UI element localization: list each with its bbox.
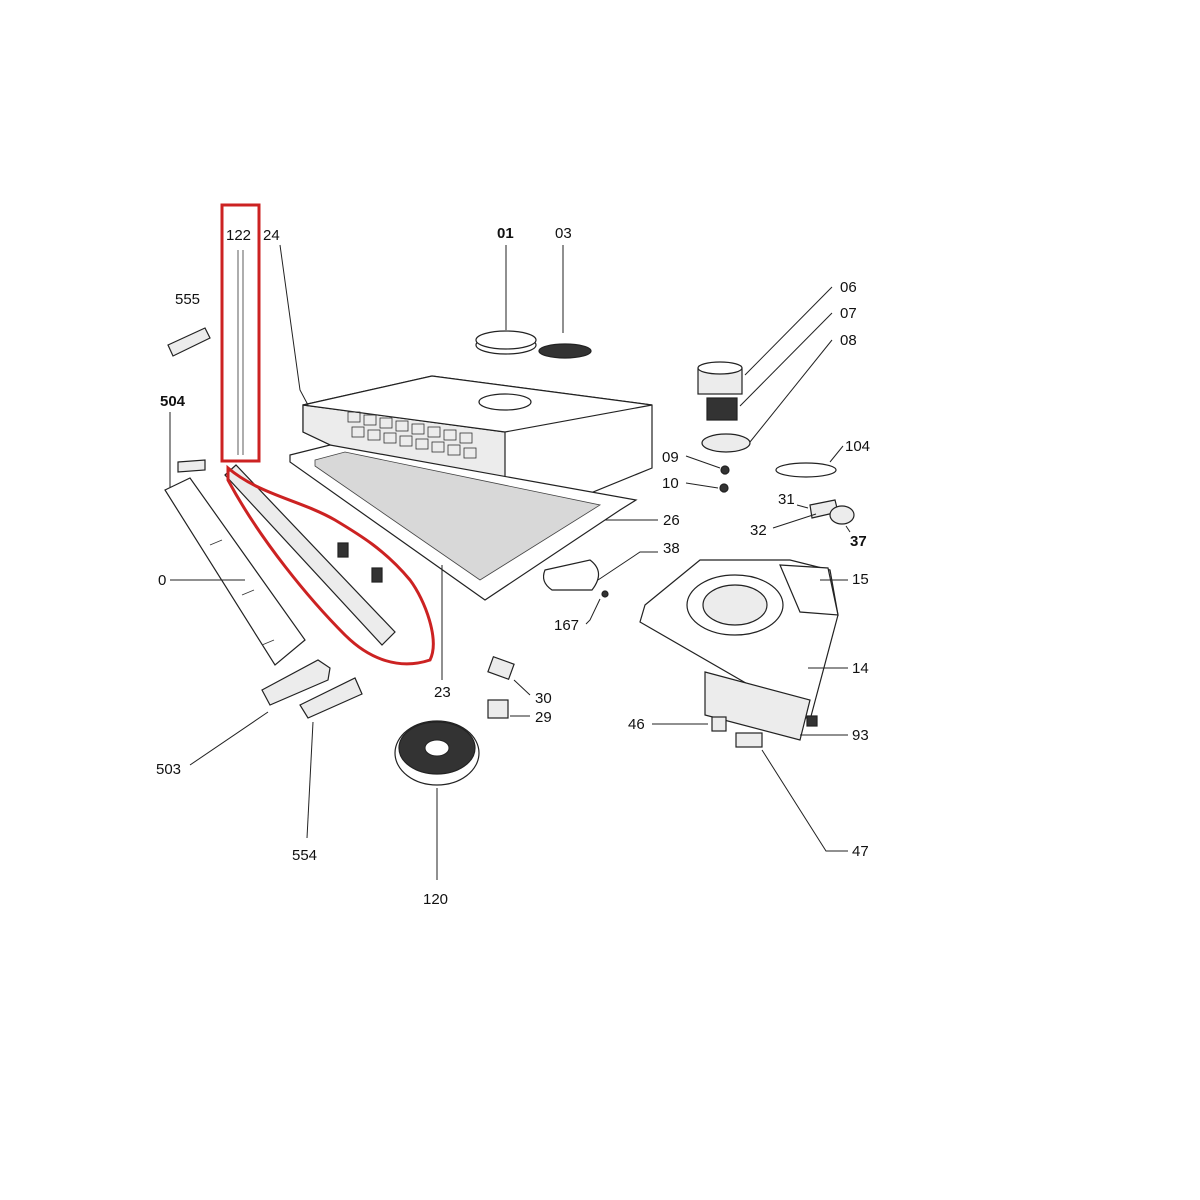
part-29-connector[interactable]: 29: [487, 699, 552, 726]
part-15-fan-housing[interactable]: 15: [639, 559, 869, 721]
callout-122: 122: [226, 227, 251, 244]
part-03-ring[interactable]: 03: [538, 225, 592, 359]
part-37-bulb[interactable]: 37: [829, 505, 867, 550]
callout-504: 504: [160, 393, 186, 410]
callout-46: 46: [628, 716, 645, 733]
part-167-screw[interactable]: 167: [554, 590, 609, 634]
callout-24: 24: [263, 227, 280, 244]
callout-14: 14: [852, 660, 869, 677]
part-09-washer[interactable]: 09: [662, 449, 730, 475]
part-14-control-panel[interactable]: 14: [704, 660, 869, 741]
part-08-impeller[interactable]: 08: [701, 332, 857, 453]
callout-120: 120: [423, 891, 448, 908]
part-07-fan[interactable]: 07: [706, 305, 857, 421]
part-104-lamp-cover[interactable]: 104: [775, 438, 870, 478]
callout-30: 30: [535, 690, 552, 707]
callout-23: 23: [434, 684, 451, 701]
part-10-nut[interactable]: 10: [662, 475, 729, 493]
callout-29: 29: [535, 709, 552, 726]
part-31-lamp-holder[interactable]: 31: [778, 491, 839, 519]
callout-37: 37: [850, 533, 867, 550]
part-120-carbon-filter[interactable]: 120: [394, 720, 480, 908]
callout-38: 38: [663, 540, 680, 557]
part-23-front-profile[interactable]: 23: [224, 464, 451, 701]
part-26-filter-tray[interactable]: 26: [289, 444, 680, 601]
callout-31: 31: [778, 491, 795, 508]
part-30-connector[interactable]: 30: [487, 655, 552, 707]
part-46-switch[interactable]: 46: [628, 716, 727, 733]
callout-47: 47: [852, 843, 869, 860]
part-0-glass-panel[interactable]: 0: [158, 477, 306, 666]
callout-555: 555: [175, 291, 200, 308]
callout-32: 32: [750, 522, 767, 539]
callout-503: 503: [156, 761, 181, 778]
callout-104: 104: [845, 438, 870, 455]
callout-07: 07: [840, 305, 857, 322]
part-47-switch[interactable]: 47: [735, 732, 869, 860]
callout-01: 01: [497, 225, 514, 242]
part-504-bracket[interactable]: 504: [160, 393, 206, 488]
part-555-end-clip[interactable]: 555: [167, 291, 211, 357]
callout-06: 06: [840, 279, 857, 296]
part-32-socket[interactable]: 32: [750, 513, 817, 539]
callout-03: 03: [555, 225, 572, 242]
callout-10: 10: [662, 475, 679, 492]
callout-15: 15: [852, 571, 869, 588]
part-93-clip[interactable]: 93: [800, 715, 869, 744]
callout-09: 09: [662, 449, 679, 466]
part-38-handle[interactable]: 38: [542, 540, 680, 591]
part-503-lower-bracket[interactable]: 503: [156, 659, 331, 778]
part-122-strip[interactable]: 122: [220, 203, 261, 463]
callout-26: 26: [663, 512, 680, 529]
part-01-collar[interactable]: 01: [475, 225, 537, 355]
part-554-end-cap[interactable]: 554: [292, 677, 363, 864]
callout-08: 08: [840, 332, 857, 349]
callout-0: 0: [158, 572, 166, 589]
part-06-motor[interactable]: 06: [697, 279, 857, 395]
callout-93: 93: [852, 727, 869, 744]
callout-554: 554: [292, 847, 317, 864]
callout-167: 167: [554, 617, 579, 634]
